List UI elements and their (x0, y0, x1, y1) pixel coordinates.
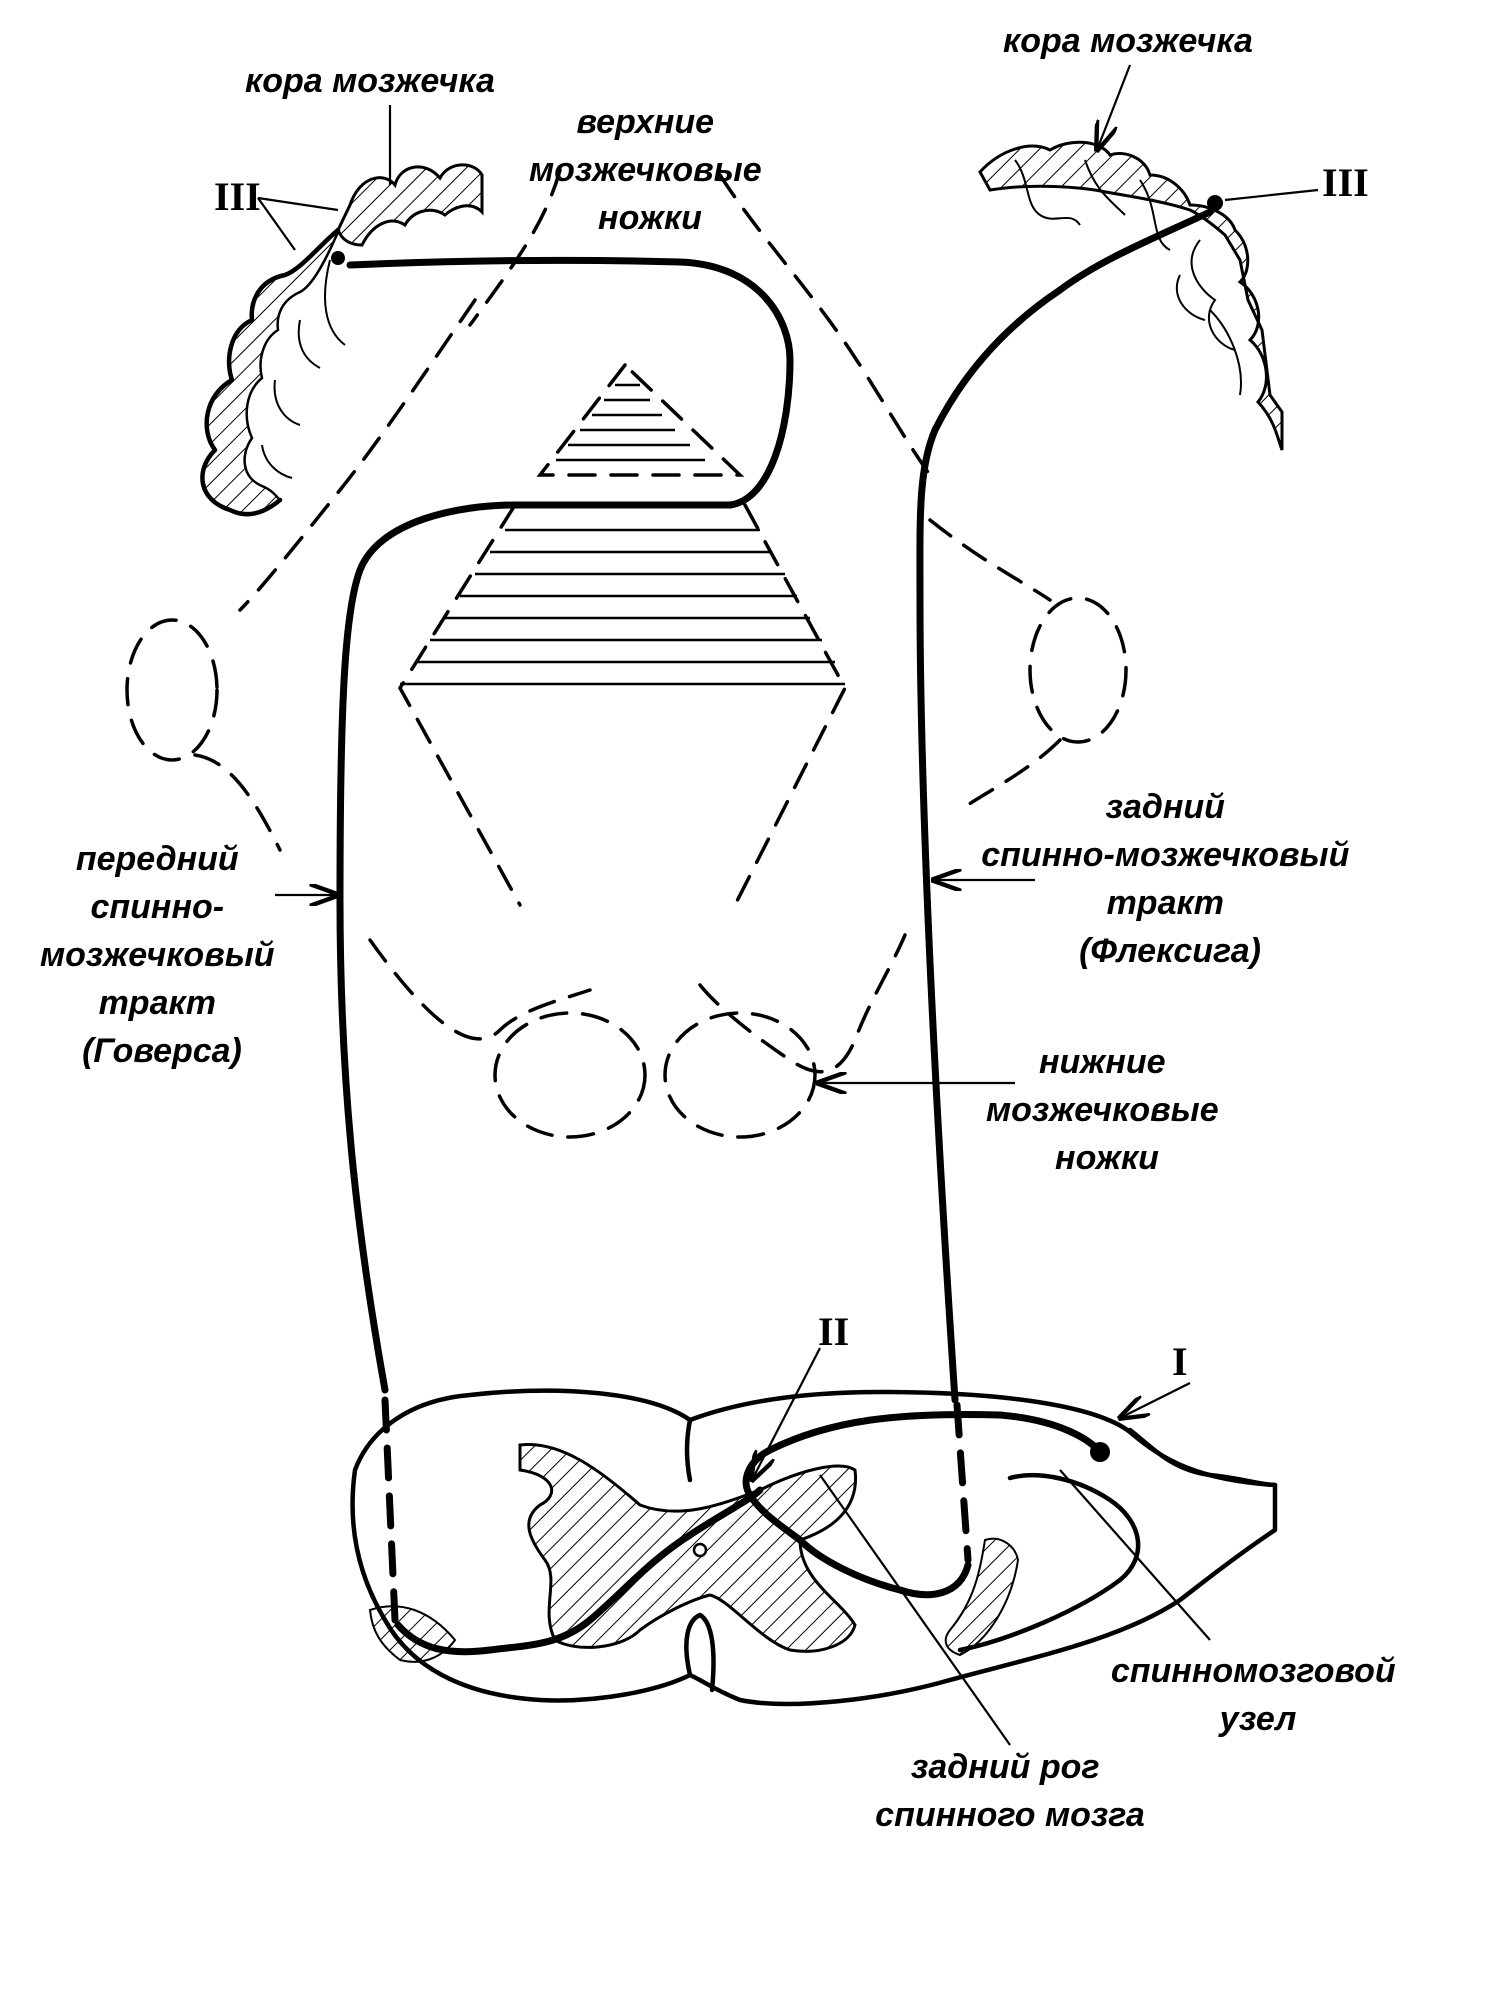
purkinje-cell-left (331, 251, 345, 265)
marker-neuron-ii: II (818, 1309, 849, 1354)
label-anterior-tract: передний спинно- мозжечковый тракт (Гове… (40, 840, 284, 1070)
label-cortex-left: кора мозжечка (245, 62, 495, 100)
upper-triangle-hatching (556, 383, 705, 462)
marker-neuron-i: I (1172, 1339, 1188, 1384)
label-superior-peduncles: верхние мозжечковые ножки (529, 103, 771, 237)
side-ovals (125, 596, 1128, 852)
posterior-median-sulcus (684, 1417, 693, 1483)
anterior-median-fissure (684, 1612, 716, 1693)
cortex-left-branches (261, 259, 346, 479)
label-spinal-ganglion: спинномозговой узел (1111, 1652, 1405, 1738)
purkinje-cell-right (1207, 195, 1223, 211)
marker-neuron-iii-left: III (214, 174, 261, 219)
inferior-cerebellar-peduncles (368, 933, 907, 1139)
upper-triangle-outline (536, 362, 745, 477)
dorsal-root-hatch (944, 1537, 1020, 1657)
gray-matter (518, 1442, 858, 1653)
cortex-right-lobules (1014, 159, 1242, 396)
cerebellar-cortex-left (200, 163, 484, 517)
leader-lines (257, 64, 1319, 1746)
cortex-right-folia (978, 140, 1284, 451)
lower-diamond-outline (397, 503, 847, 907)
spinal-cord-outline (350, 1388, 1278, 1707)
label-cortex-right: кора мозжечка (1003, 22, 1253, 60)
central-canal (692, 1542, 708, 1558)
label-posterior-tract: задний спинно-мозжечковый тракт (Флексиг… (981, 788, 1359, 970)
marker-neuron-iii-right: III (1322, 160, 1369, 205)
cerebellar-cortex-right (978, 140, 1284, 451)
cortex-left-gray-band (336, 163, 484, 247)
label-inferior-peduncles: нижние мозжечковые ножки (986, 1043, 1228, 1177)
label-posterior-horn: задний рог спинного мозга (875, 1748, 1145, 1834)
spinal-nerve (1127, 1427, 1278, 1488)
anterior-spinocerebellar-tract (336, 256, 794, 1656)
brainstem-triangles (397, 362, 847, 907)
superior-cerebellar-peduncles (238, 168, 1052, 612)
cortex-left-folia-inner (201, 227, 340, 516)
labels: кора мозжечка кора мозжечка верхние мозж… (40, 22, 1405, 1834)
dorsal-root (957, 1473, 1141, 1653)
lower-diamond-hatching (400, 528, 845, 686)
